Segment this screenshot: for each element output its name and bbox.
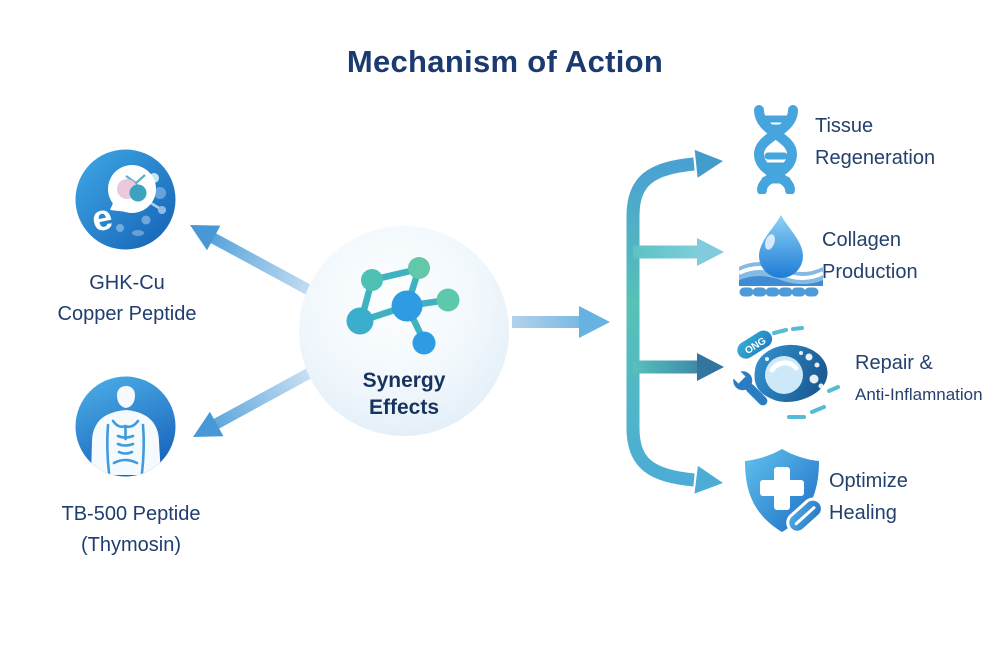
- collagen-line1: Collagen: [822, 229, 901, 251]
- collagen-line2: Production: [822, 261, 918, 283]
- effects-branch-spine: [626, 149, 724, 494]
- tb-500-line1: TB-500 Peptide: [61, 503, 201, 525]
- cross-glyph: [760, 467, 804, 510]
- tissue-line1: Tissue: [815, 115, 874, 137]
- cell-repair-wrench-icon: ONG: [730, 326, 840, 419]
- synergy-effects-label: Synergy Effects: [363, 367, 446, 421]
- page-title: Mechanism of Action: [346, 44, 664, 79]
- arrow-to-effects: [512, 306, 610, 338]
- collagen-production-label: Collagen Production: [822, 224, 918, 288]
- repair-anti-inflammation-label: Repair & Anti-Inflamnation: [855, 347, 983, 411]
- optimize-healing-label: Optimize Healing: [829, 465, 908, 529]
- synergy-line1: Synergy: [362, 369, 446, 392]
- ghk-cu-line2: Copper Peptide: [57, 303, 197, 325]
- arrow-to-ghk-cu: [190, 225, 323, 301]
- wrench-glyph: [730, 368, 768, 406]
- tb-500-line2: (Thymosin): [80, 534, 181, 556]
- tb-500-label: TB-500 Peptide (Thymosin): [10, 499, 252, 561]
- dna-helix-icon: [753, 105, 798, 194]
- arrow-to-tb-500: [193, 365, 318, 437]
- tissue-regeneration-label: Tissue Regeneration: [815, 110, 935, 174]
- droplet-skin-icon: [738, 215, 825, 297]
- repair-line1: Repair &: [855, 352, 933, 374]
- ghk-cu-label: GHK-Cu Copper Peptide: [6, 268, 248, 330]
- synergy-effects-node: Synergy Effects: [299, 226, 509, 436]
- muscular-torso-icon: [75, 376, 176, 477]
- tissue-line2: Regeneration: [815, 147, 936, 169]
- ghk-cu-line1: GHK-Cu: [89, 272, 165, 294]
- molecule-network-icon: [346, 257, 460, 355]
- copper-peptide-cell-icon: e: [75, 149, 176, 250]
- bandage-glyph: [786, 497, 824, 534]
- optimize-line2: Healing: [829, 502, 897, 524]
- shield-cross-icon: [745, 449, 824, 534]
- optimize-line1: Optimize: [829, 470, 908, 492]
- repair-line2: Anti-Inflamnation: [855, 385, 983, 404]
- synergy-line2: Effects: [368, 396, 440, 419]
